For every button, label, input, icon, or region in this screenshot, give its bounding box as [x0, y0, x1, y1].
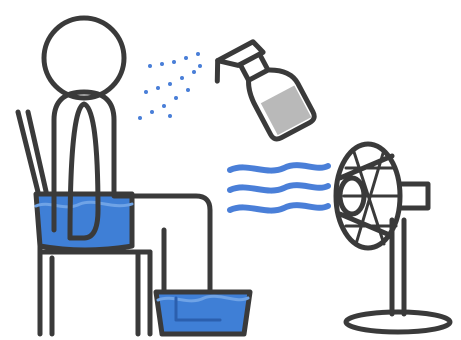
spray-bottle-icon: [209, 32, 317, 151]
head: [44, 18, 124, 98]
electric-fan-icon: [336, 144, 450, 332]
seated-person: [44, 18, 210, 300]
water-basin-feet: [156, 292, 250, 334]
water-mist-droplets: [138, 52, 202, 120]
air-flow-waves: [230, 165, 328, 210]
water-basin-hip: [36, 194, 132, 250]
